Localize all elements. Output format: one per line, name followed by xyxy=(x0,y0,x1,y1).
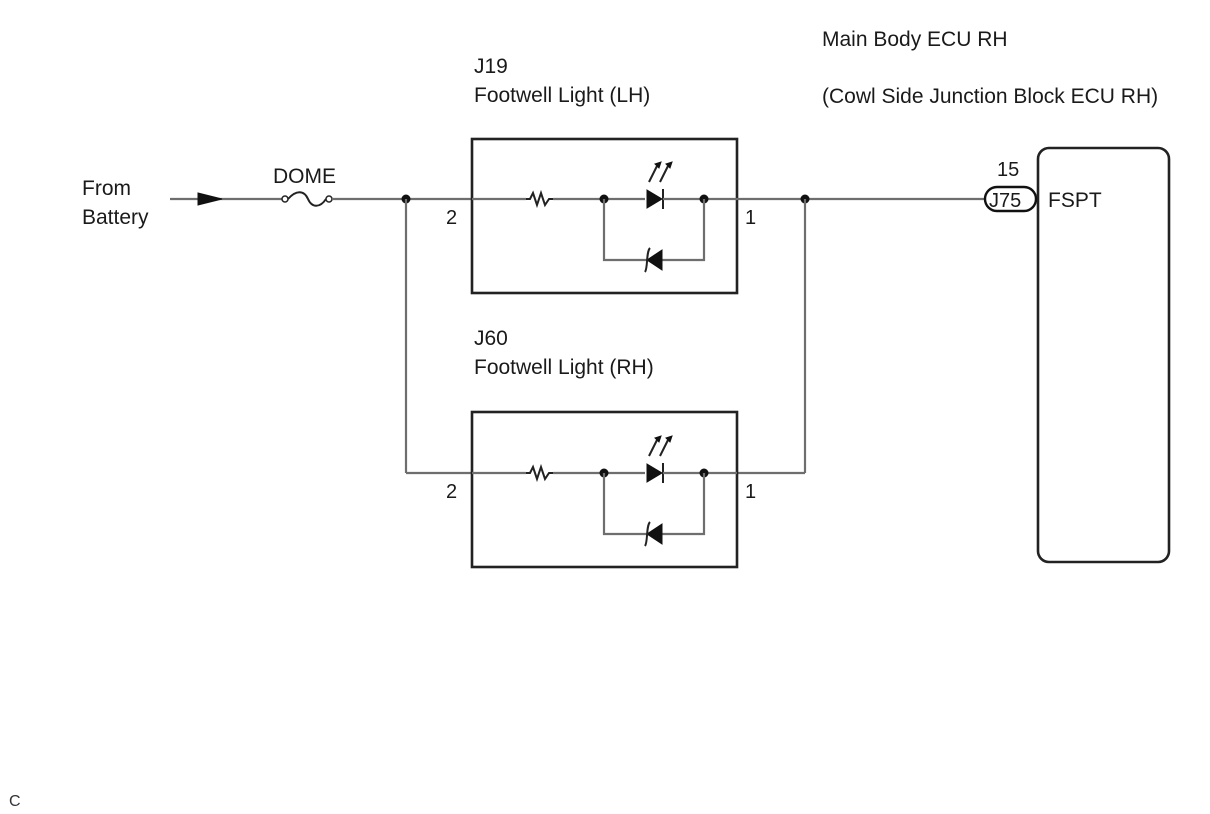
source-label-line2: Battery xyxy=(82,206,149,229)
fuse-icon xyxy=(281,191,333,207)
j19-footwell-light-lh xyxy=(470,137,739,295)
j19-id: J19 xyxy=(474,55,508,78)
j60-footwell-light-rh xyxy=(470,410,739,569)
j19-pin-out: 1 xyxy=(745,207,756,229)
led-icon xyxy=(646,189,663,209)
j60-pin-out: 1 xyxy=(745,481,756,503)
ecu-title: Main Body ECU RH xyxy=(822,28,1008,51)
zener-diode-icon xyxy=(646,523,663,545)
light-emission-icon xyxy=(648,161,673,183)
terminal-label: FSPT xyxy=(1048,189,1102,212)
resistor-icon xyxy=(526,463,553,483)
ecu-subtitle: (Cowl Side Junction Block ECU RH) xyxy=(822,85,1158,108)
diagram-code: C xyxy=(9,793,21,810)
ecu-pin-number: 15 xyxy=(997,159,1019,181)
zener-diode-icon xyxy=(646,249,663,271)
connector-badge xyxy=(983,185,1038,213)
source-label-line1: From xyxy=(82,177,131,200)
ecu-box xyxy=(1036,146,1171,564)
fuse-label: DOME xyxy=(273,165,336,188)
light-emission-icon xyxy=(648,435,673,457)
resistor-icon xyxy=(526,189,553,209)
j19-pin-in: 2 xyxy=(446,207,457,229)
j60-pin-in: 2 xyxy=(446,481,457,503)
j60-name: Footwell Light (RH) xyxy=(474,356,654,379)
j60-id: J60 xyxy=(474,327,508,350)
arrow-icon xyxy=(197,192,223,206)
connector-label: J75 xyxy=(989,190,1021,212)
led-icon xyxy=(646,463,663,483)
j19-name: Footwell Light (LH) xyxy=(474,84,650,107)
